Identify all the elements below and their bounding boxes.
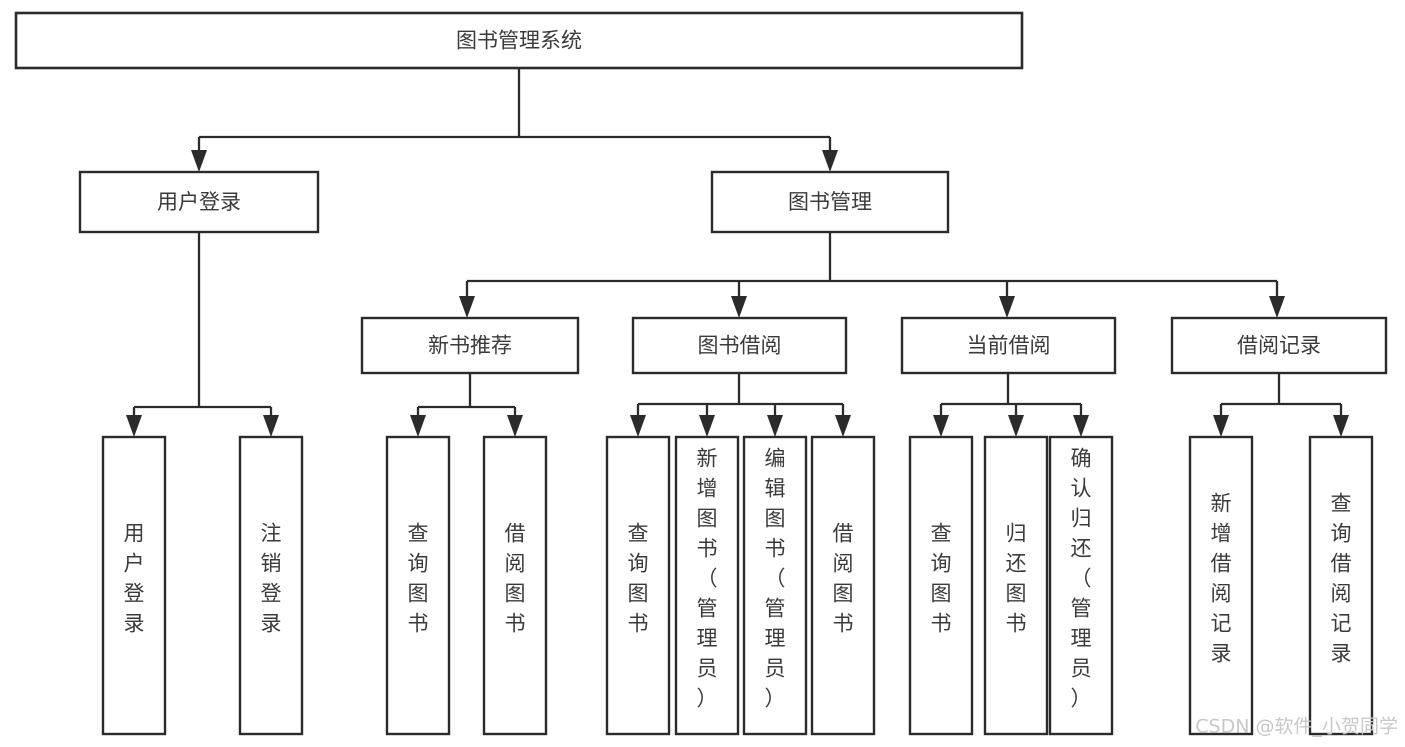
arrow-head-icon	[822, 150, 838, 172]
node-leaf[interactable]: 借阅图书	[482, 435, 548, 736]
arrow-head-icon	[630, 415, 646, 437]
arrow-head-icon	[459, 296, 475, 318]
node-label: 图书管理	[788, 190, 872, 214]
connector-layer	[126, 68, 1349, 437]
node-box[interactable]	[101, 435, 167, 736]
node-label: 当前借阅	[967, 334, 1051, 358]
node-leaf[interactable]: 查询借阅记录	[1308, 435, 1374, 736]
arrow-head-icon	[731, 296, 747, 318]
node-box[interactable]	[78, 170, 320, 234]
node-label: 借阅记录	[1237, 334, 1321, 358]
node-leaf[interactable]: 查询图书	[908, 435, 974, 736]
node-level3[interactable]: 当前借阅	[900, 316, 1117, 375]
node-level3[interactable]: 借阅记录	[1170, 316, 1388, 375]
node-box[interactable]	[360, 316, 580, 375]
arrow-head-icon	[1333, 415, 1349, 437]
connector-group	[933, 373, 1089, 437]
arrow-head-icon	[999, 296, 1015, 318]
node-label: 新增借阅记录	[1211, 492, 1232, 666]
connector-group	[410, 373, 523, 437]
connector-group	[1213, 373, 1349, 437]
watermark-layer: CSDN @软件_小贺同学	[1195, 716, 1398, 738]
node-box[interactable]	[742, 435, 808, 736]
node-label: 编辑图书（管理员）	[765, 447, 786, 711]
node-box[interactable]	[1170, 316, 1388, 375]
node-box[interactable]	[710, 170, 950, 234]
connector-group	[459, 232, 1285, 318]
node-leaf[interactable]: 新增图书（管理员）	[674, 435, 740, 736]
node-leaf[interactable]: 查询图书	[385, 435, 451, 736]
arrow-head-icon	[835, 415, 851, 437]
node-label: 用户登录	[124, 522, 145, 636]
arrow-head-icon	[1269, 296, 1285, 318]
node-leaf[interactable]: 编辑图书（管理员）	[742, 435, 808, 736]
node-root[interactable]: 图书管理系统	[14, 11, 1024, 70]
connector-group	[630, 373, 851, 437]
node-layer: 图书管理系统用户登录图书管理新书推荐图书借阅当前借阅借阅记录用户登录注销登录查询…	[14, 11, 1388, 736]
node-leaf[interactable]: 归还图书	[983, 435, 1049, 736]
node-label: 图书管理系统	[456, 29, 582, 53]
node-label: 用户登录	[157, 190, 241, 214]
node-box[interactable]	[674, 435, 740, 736]
node-level3[interactable]: 新书推荐	[360, 316, 580, 375]
node-box[interactable]	[1188, 435, 1254, 736]
node-box[interactable]	[14, 11, 1024, 70]
node-label: 查询图书	[931, 522, 952, 636]
arrow-head-icon	[767, 415, 783, 437]
node-leaf[interactable]: 查询图书	[605, 435, 671, 736]
arrow-head-icon	[263, 415, 279, 437]
connector-group	[126, 232, 279, 437]
node-box[interactable]	[900, 316, 1117, 375]
arrow-head-icon	[1008, 415, 1024, 437]
node-leaf[interactable]: 新增借阅记录	[1188, 435, 1254, 736]
arrow-head-icon	[933, 415, 949, 437]
node-label: 新书推荐	[428, 334, 512, 358]
arrow-head-icon	[191, 150, 207, 172]
node-label: 借阅图书	[505, 522, 526, 636]
node-label: 新增图书（管理员）	[697, 447, 718, 711]
node-leaf[interactable]: 用户登录	[101, 435, 167, 736]
node-label: 查询借阅记录	[1331, 492, 1352, 666]
node-box[interactable]	[908, 435, 974, 736]
node-box[interactable]	[810, 435, 876, 736]
node-label: 图书借阅	[698, 334, 782, 358]
connector-group	[191, 68, 838, 172]
node-label: 归还图书	[1006, 522, 1027, 636]
node-box[interactable]	[1048, 435, 1114, 736]
node-box[interactable]	[631, 316, 848, 375]
arrow-head-icon	[126, 415, 142, 437]
node-level2[interactable]: 图书管理	[710, 170, 950, 234]
node-leaf[interactable]: 注销登录	[238, 435, 304, 736]
node-box[interactable]	[385, 435, 451, 736]
node-level3[interactable]: 图书借阅	[631, 316, 848, 375]
node-leaf[interactable]: 借阅图书	[810, 435, 876, 736]
node-box[interactable]	[482, 435, 548, 736]
node-label: 查询图书	[408, 522, 429, 636]
arrow-head-icon	[699, 415, 715, 437]
node-label: 确认归还（管理员）	[1071, 447, 1092, 711]
node-label: 注销登录	[261, 522, 282, 636]
node-level2[interactable]: 用户登录	[78, 170, 320, 234]
node-label: 查询图书	[628, 522, 649, 636]
node-box[interactable]	[238, 435, 304, 736]
node-box[interactable]	[983, 435, 1049, 736]
node-box[interactable]	[1308, 435, 1374, 736]
arrow-head-icon	[507, 415, 523, 437]
arrow-head-icon	[1073, 415, 1089, 437]
arrow-head-icon	[1213, 415, 1229, 437]
node-box[interactable]	[605, 435, 671, 736]
csdn-watermark: CSDN @软件_小贺同学	[1195, 716, 1398, 738]
node-leaf[interactable]: 确认归还（管理员）	[1048, 435, 1114, 736]
arrow-head-icon	[410, 415, 426, 437]
node-label: 借阅图书	[833, 522, 854, 636]
